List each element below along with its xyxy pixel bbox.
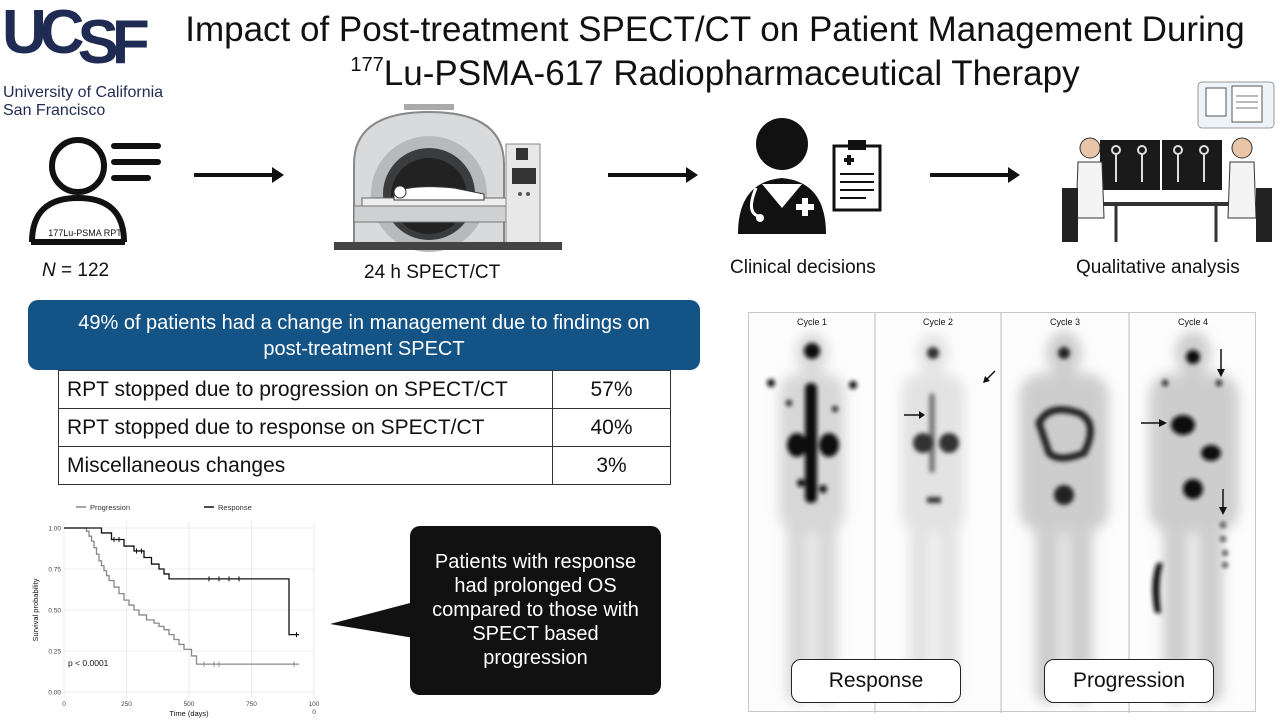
table-row-value: 40% <box>552 408 671 447</box>
y-tick-label: 1.00 <box>48 526 61 533</box>
banner-line-1: 49% of patients had a change in manageme… <box>78 312 650 334</box>
response-label: Response <box>791 659 961 703</box>
clinical-caption: Clinical decisions <box>730 257 876 278</box>
y-axis-label: Survival probability <box>31 578 40 641</box>
title-superscript: 177 <box>350 54 384 76</box>
callout-line: progression <box>483 647 588 669</box>
logo-line-1: University of California <box>3 84 164 101</box>
ucsf-logo-mark: UCSF <box>2 0 150 77</box>
legend-label-progression: Progression <box>90 503 130 512</box>
callout-line: had prolonged OS <box>454 575 617 597</box>
arrow-marker <box>1219 507 1227 515</box>
os-callout: Patients with response had prolonged OS … <box>410 526 661 695</box>
x-axis-stray-label: 0 <box>312 709 316 716</box>
qualitative-analysis-icon <box>1062 81 1275 242</box>
scan-label-cycle-1: Cycle 1 <box>796 317 827 327</box>
table-row-label: RPT stopped due to progression on SPECT/… <box>58 370 553 409</box>
table-row-value: 57% <box>552 370 671 409</box>
callout-line: SPECT based <box>472 623 599 645</box>
patient-count-value: = 122 <box>55 260 110 281</box>
arrow-marker <box>983 376 990 383</box>
y-tick-label: 0.25 <box>48 649 61 656</box>
scan-cycle-2 <box>901 333 996 703</box>
arrow-1 <box>194 167 284 183</box>
patient-icon <box>29 137 161 245</box>
table-row: Miscellaneous changes 3% <box>58 446 671 485</box>
table-row-label: Miscellaneous changes <box>58 446 553 485</box>
x-tick-label: 750 <box>246 701 257 708</box>
callout-line: Patients with response <box>434 551 637 573</box>
table-row-label: RPT stopped due to response on SPECT/CT <box>58 408 553 447</box>
table-row: RPT stopped due to response on SPECT/CT … <box>58 408 671 447</box>
x-tick-label: 250 <box>121 701 132 708</box>
x-axis-label: Time (days) <box>169 709 209 718</box>
patient-badge: 177Lu-PSMA RPT <box>48 228 122 238</box>
scan-cycle-1 <box>767 333 857 703</box>
logo-line-2: San Francisco <box>3 102 106 119</box>
arrow-marker <box>1217 369 1225 377</box>
chart-axes: 0.00 0.25 0.50 0.75 1.00 0 250 500 750 100 <box>48 526 319 709</box>
patient-count-n: N <box>42 260 56 281</box>
management-change-banner: 49% of patients had a change in manageme… <box>28 300 700 370</box>
km-curve-progression <box>64 527 299 665</box>
table-row-value: 3% <box>552 446 671 485</box>
doctor-icon <box>738 118 882 234</box>
arrow-3 <box>930 167 1020 183</box>
scan-label-cycle-4: Cycle 4 <box>1177 317 1208 327</box>
management-change-table: RPT stopped due to progression on SPECT/… <box>58 370 671 485</box>
scan-label-cycle-3: Cycle 3 <box>1049 317 1080 327</box>
arrow-2 <box>608 167 698 183</box>
legend-label-response: Response <box>218 503 252 512</box>
y-tick-label: 0.50 <box>48 608 61 615</box>
analysis-caption: Qualitative analysis <box>1076 257 1240 278</box>
x-tick-label: 100 <box>309 701 320 708</box>
y-tick-label: 0.00 <box>48 690 61 697</box>
title-line-2: 177Lu-PSMA-617 Radiopharmaceutical Thera… <box>150 52 1280 96</box>
x-tick-label: 0 <box>62 701 66 708</box>
scan-caption: 24 h SPECT/CT <box>364 262 501 283</box>
scan-cycle-4 <box>1141 331 1239 703</box>
arrow-marker <box>1159 419 1167 427</box>
patient-count: N = 122 <box>42 260 109 282</box>
spect-ct-scanner-icon <box>334 104 564 252</box>
survival-chart: Progression Response 0.00 0.25 0.50 0.75 1.0… <box>31 503 320 718</box>
progression-label: Progression <box>1044 659 1214 703</box>
p-value-annotation: p < 0.0001 <box>68 658 109 668</box>
callout-line: compared to those with <box>432 599 639 621</box>
callout-pointer <box>330 602 414 638</box>
km-curve-response <box>64 527 299 636</box>
arrow-marker <box>919 411 925 419</box>
scan-label-cycle-2: Cycle 2 <box>922 317 953 327</box>
table-row: RPT stopped due to progression on SPECT/… <box>58 370 671 409</box>
chart-series <box>64 527 299 667</box>
chart-grid <box>63 522 315 698</box>
banner-line-2: post-treatment SPECT <box>263 338 465 360</box>
y-tick-label: 0.75 <box>48 567 61 574</box>
page-title: Impact of Post-treatment SPECT/CT on Pat… <box>150 8 1280 96</box>
title-line-1: Impact of Post-treatment SPECT/CT on Pat… <box>185 10 1245 49</box>
ucsf-logo: UCSF University of California San Franci… <box>2 2 182 122</box>
spect-scan-images <box>767 313 1239 713</box>
chart-legend: Progression Response <box>76 503 252 512</box>
scan-cycle-3 <box>1019 331 1109 703</box>
spect-scan-panel: Cycle 1 Cycle 2 Cycle 3 Cycle 4 Response… <box>748 312 1256 713</box>
x-tick-label: 500 <box>184 701 195 708</box>
title-line-2-text: Lu-PSMA-617 Radiopharmaceutical Therapy <box>383 54 1080 93</box>
